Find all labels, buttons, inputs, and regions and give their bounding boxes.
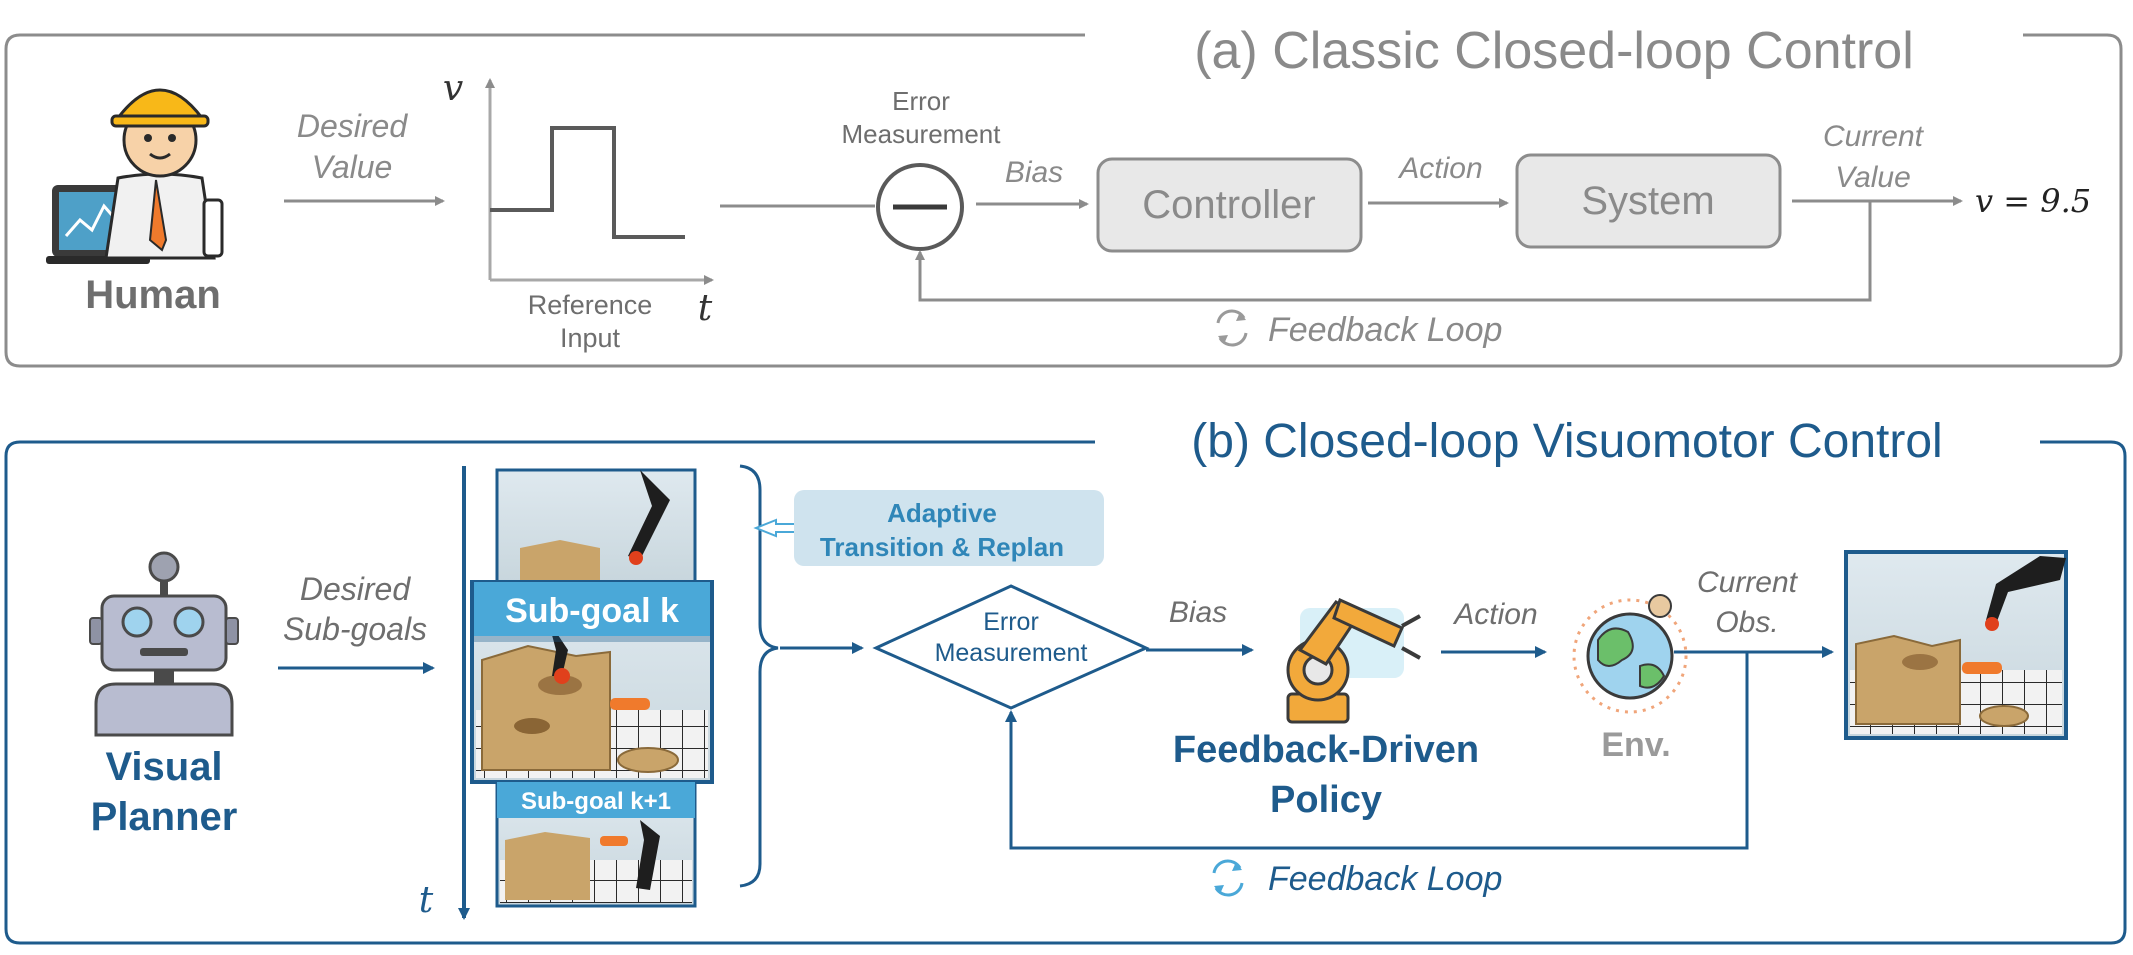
adaptive-replan-box [794, 490, 1104, 566]
feedback-loop-b-label: Feedback Loop [1268, 860, 1502, 898]
error-measurement-b-line2: Measurement [935, 639, 1088, 667]
desired-subgoals-line2: Sub-goals [283, 611, 427, 647]
subgoal-brace [739, 464, 779, 888]
reference-input-line2: Input [560, 323, 621, 353]
action-label-a: Action [1397, 152, 1482, 185]
adaptive-line2: Transition & Replan [820, 532, 1064, 562]
hollow-left-arrow-icon [753, 518, 797, 538]
reference-input-line1: Reference [528, 290, 653, 320]
subgoal-frame-previous [495, 468, 697, 584]
reference-input-plot [485, 78, 714, 285]
subgoal-frame-k1 [495, 780, 697, 908]
refresh-icon-b [1212, 859, 1244, 897]
bias-label-b: Bias [1169, 596, 1227, 629]
visual-planner-line1: Visual [105, 745, 222, 789]
panel-a: (a) Classic Closed-loop Control Human De… [4, 22, 2123, 368]
env-label: Env. [1601, 726, 1670, 764]
desired-value-line1: Desired [297, 108, 408, 144]
panel-a-frame [4, 33, 2123, 368]
axis-v-label: v [443, 68, 463, 109]
error-measurement-b-line1: Error [983, 608, 1039, 636]
policy-line2: Policy [1270, 779, 1382, 821]
panel-b-title: (b) Closed-loop Visuomotor Control [1191, 415, 1942, 468]
human-label: Human [85, 273, 221, 317]
current-value-line1: Current [1823, 120, 1925, 153]
feedback-loop-b-line [1005, 652, 1749, 850]
output-value: v = 9.5 [1975, 182, 2091, 220]
subgoal-k1-label: Sub-goal k+1 [521, 788, 671, 815]
feedback-loop-a-line [915, 201, 1872, 302]
panel-b-frame [4, 440, 2127, 945]
desired-subgoals-line1: Desired [300, 571, 411, 607]
human-engineer-icon [46, 88, 224, 264]
error-measurement-line1: Error [892, 86, 950, 116]
controller-box [1096, 157, 1363, 253]
current-observation-image [1844, 550, 2068, 740]
axis-t-label: t [698, 288, 713, 329]
current-obs-line1: Current [1697, 566, 1799, 599]
system-box [1515, 153, 1782, 249]
adaptive-line1: Adaptive [887, 498, 997, 528]
current-obs-line2: Obs. [1715, 606, 1778, 639]
globe-icon [1572, 594, 1688, 714]
subgoal-frame-k [470, 580, 714, 784]
feedback-loop-a-label: Feedback Loop [1268, 311, 1502, 349]
bias-label: Bias [1005, 156, 1063, 189]
refresh-icon-a [1216, 309, 1248, 347]
action-label-b: Action [1452, 598, 1537, 631]
time-axis-label: t [419, 880, 434, 921]
error-measurement-diamond [872, 584, 1150, 710]
controller-label: Controller [1142, 183, 1315, 227]
subgoal-k-label: Sub-goal k [505, 592, 679, 630]
current-value-line2: Value [1835, 161, 1911, 194]
error-measurement-line2: Measurement [842, 119, 1002, 149]
robot-icon [89, 551, 239, 737]
panel-a-title: (a) Classic Closed-loop Control [1194, 22, 1914, 80]
robot-arm-icon [1286, 597, 1421, 724]
desired-value-line2: Value [312, 149, 393, 185]
policy-line1: Feedback-Driven [1173, 729, 1479, 771]
panel-b: (b) Closed-loop Visuomotor Control Visua… [4, 415, 2127, 945]
system-label: System [1581, 179, 1714, 223]
visual-planner-line2: Planner [91, 795, 238, 839]
